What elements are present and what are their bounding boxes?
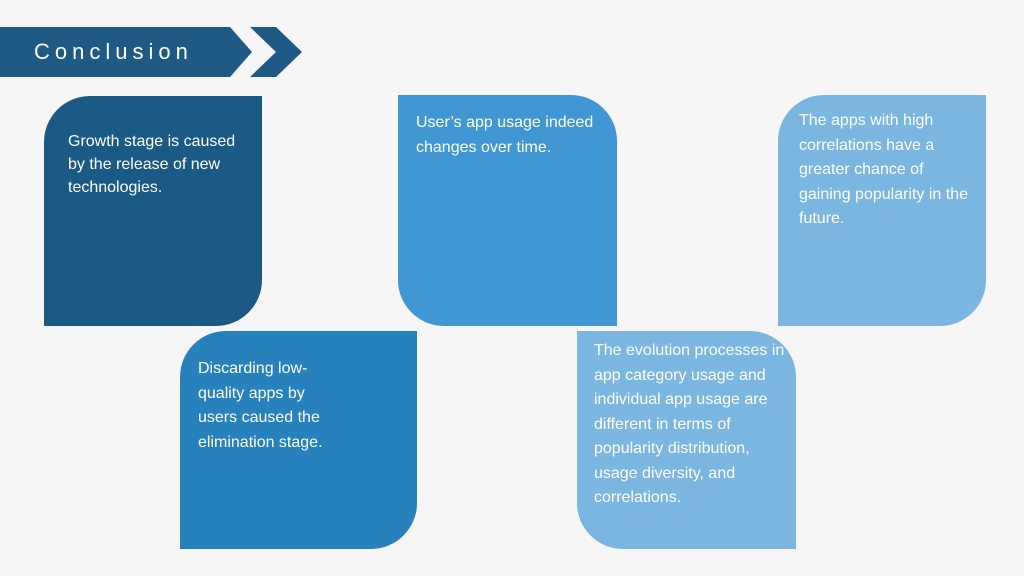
conclusion-card-evolution-processes: The evolution processes in app category … — [577, 331, 796, 549]
card-text: User’s app usage indeed changes over tim… — [416, 114, 594, 156]
page-title: Conclusion — [34, 39, 193, 64]
card-text: The evolution processes in app category … — [594, 342, 785, 506]
chevron-right-icon — [250, 27, 302, 77]
card-text: Discarding low-quality apps by users cau… — [198, 360, 323, 451]
conclusion-card-usage-changes: User’s app usage indeed changes over tim… — [398, 95, 617, 326]
title-banner — [0, 27, 252, 77]
card-text: The apps with high correlations have a g… — [799, 112, 969, 227]
conclusion-card-elimination-stage: Discarding low-quality apps by users cau… — [180, 331, 417, 549]
card-text: Growth stage is caused by the release of… — [68, 133, 236, 196]
conclusion-card-growth-stage: Growth stage is caused by the release of… — [44, 96, 262, 326]
conclusion-card-high-correlations: The apps with high correlations have a g… — [778, 95, 986, 326]
